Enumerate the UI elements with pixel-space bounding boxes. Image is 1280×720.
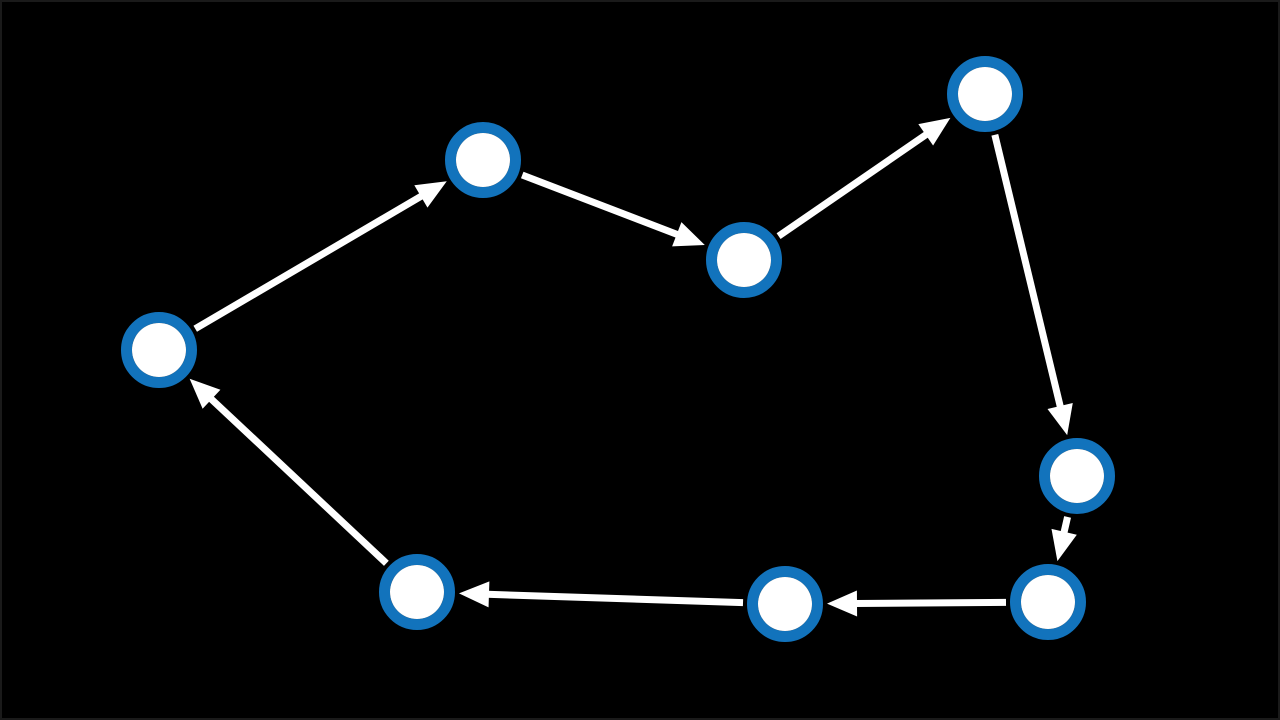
graph-node-n4[interactable] (947, 56, 1023, 132)
nodes-layer (121, 56, 1115, 642)
node-ring-n6 (1010, 564, 1086, 640)
graph-node-n5[interactable] (1039, 438, 1115, 514)
graph-edge-n8-to-n1[interactable] (207, 395, 389, 566)
graph-edge-n4-to-n5[interactable] (991, 134, 1065, 409)
node-fill-n4 (958, 67, 1012, 121)
graph-edge-n6-to-n7[interactable] (854, 598, 1007, 607)
edges-layer (189, 117, 1077, 617)
arrow-head-icon-n8-to-n1 (189, 378, 221, 409)
node-ring-n3 (706, 222, 782, 298)
graph-edge-n1-to-n2[interactable] (193, 192, 425, 332)
node-ring-n1 (121, 312, 197, 388)
graph-node-n8[interactable] (379, 554, 455, 630)
graph-node-n1[interactable] (121, 312, 197, 388)
node-ring-n4 (947, 56, 1023, 132)
arrow-head-icon-n2-to-n3 (672, 222, 705, 247)
arrow-head-icon-n1-to-n2 (414, 181, 447, 208)
node-fill-n6 (1021, 575, 1075, 629)
graph-node-n7[interactable] (747, 566, 823, 642)
arrow-head-icon-n6-to-n7 (827, 590, 858, 617)
node-fill-n8 (390, 565, 444, 619)
graph-edge-n3-to-n4[interactable] (776, 130, 930, 240)
node-fill-n7 (758, 577, 812, 631)
graph-node-n6[interactable] (1010, 564, 1086, 640)
node-fill-n5 (1050, 449, 1104, 503)
node-fill-n1 (132, 323, 186, 377)
node-fill-n2 (456, 133, 510, 187)
graph-edge-n7-to-n8[interactable] (486, 590, 744, 607)
node-ring-n7 (747, 566, 823, 642)
arrow-head-icon-n4-to-n5 (1047, 402, 1073, 436)
node-ring-n5 (1039, 438, 1115, 514)
node-ring-n8 (379, 554, 455, 630)
graph-node-n3[interactable] (706, 222, 782, 298)
node-fill-n3 (717, 233, 771, 287)
arrow-head-icon-n7-to-n8 (458, 581, 490, 608)
node-ring-n2 (445, 122, 521, 198)
graph-edge-n2-to-n3[interactable] (520, 171, 680, 239)
arrow-head-icon-n5-to-n6 (1051, 528, 1077, 562)
arrow-head-icon-n3-to-n4 (918, 117, 951, 146)
graph-edge-n5-to-n6[interactable] (1060, 516, 1071, 535)
graph-node-n2[interactable] (445, 122, 521, 198)
